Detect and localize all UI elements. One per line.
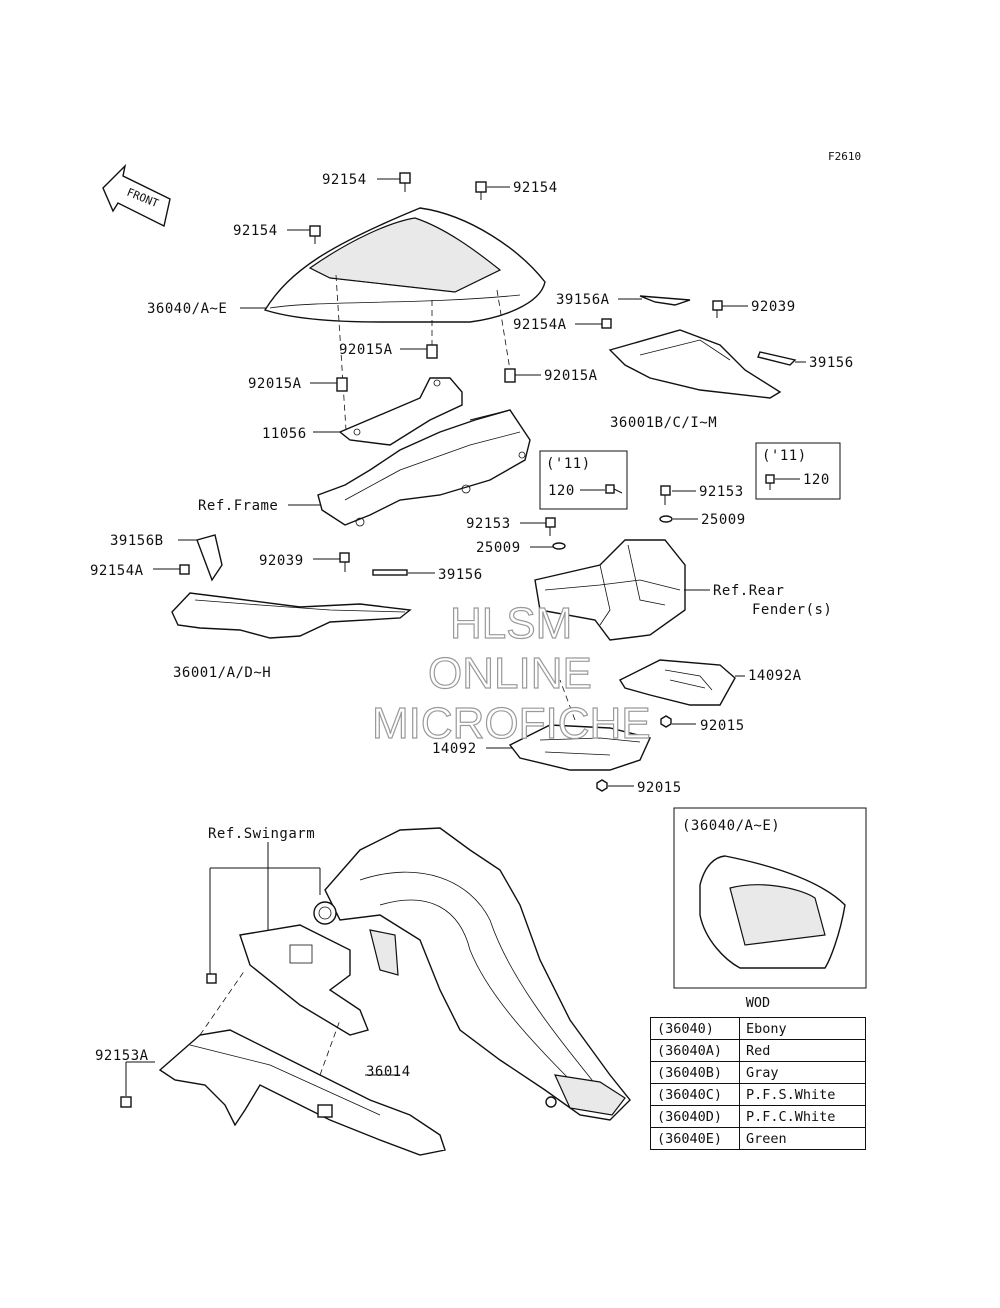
chain-cover-36014 [158,1029,446,1156]
table-row: (36040D) P.F.C.White [650,1105,866,1128]
table-cell-code: (36040B) [650,1061,740,1084]
bolt-92153A-icon [120,1096,132,1108]
collar-92015A-icon [426,344,438,359]
table-cell-color: Ebony [739,1017,866,1040]
color-table-title: WOD [745,995,771,1011]
table-cell-color: P.F.C.White [739,1105,866,1128]
label-92153-mid: 92153 [466,516,511,532]
table-cell-color: Red [739,1039,866,1062]
label-11056: 11056 [262,426,307,442]
collar-92015A-icon [504,368,516,383]
label-92154-c: 92154 [233,223,278,239]
box-right-title: ('11) [762,448,807,464]
table-cell-code: (36040A) [650,1039,740,1062]
rear-fender [534,539,686,641]
table-row: (36040C) P.F.S.White [650,1083,866,1106]
seat-cowl-36040 [263,207,546,323]
table-cell-code: (36040D) [650,1105,740,1128]
bolt-92153-icon [545,517,556,536]
label-92015A-a: 92015A [339,342,393,358]
bolt-92039-icon [712,300,723,318]
collar-92015A-icon [336,377,348,392]
label-36001B: 36001B/C/I~M [610,415,717,431]
figure-code: F2610 [828,150,861,163]
label-14092A: 14092A [748,668,802,684]
label-36001: 36001/A/D~H [173,665,271,681]
label-39156A: 39156A [556,292,610,308]
label-92015-a: 92015 [700,718,745,734]
label-ref-swingarm: Ref.Swingarm [208,826,315,842]
bolt-120-icon [765,474,775,490]
color-table: (36040) Ebony (36040A) Red (36040B) Gray… [650,1017,866,1150]
bolt-92154-icon [309,225,321,244]
side-cover-36001 [171,534,412,639]
table-cell-color: Green [739,1127,866,1150]
table-cell-code: (36040) [650,1017,740,1040]
inset-title: (36040/A~E) [682,818,780,834]
label-92154-a: 92154 [322,172,367,188]
label-92015A-b: 92015A [248,376,302,392]
label-92015-b: 92015 [637,780,682,796]
washer-25009-icon [659,515,673,523]
taillight-14092 [508,724,651,771]
label-92154A-left: 92154A [90,563,144,579]
table-cell-color: Gray [739,1061,866,1084]
table-cell-code: (36040E) [650,1127,740,1150]
box-right-part: 120 [803,472,830,488]
box-left-part: 120 [548,483,575,499]
nut-92015-icon [660,715,672,728]
watermark-line-2: ONLINE [428,649,592,698]
label-92154A-top: 92154A [513,317,567,333]
taillight-14092A [618,659,736,706]
bolt-92039-icon [339,552,350,572]
label-92015A-c: 92015A [544,368,598,384]
side-cover-36001B [608,295,797,399]
label-39156-left: 39156 [438,567,483,583]
bolt-92153-icon [660,485,671,505]
bolt-92154-icon [475,181,487,200]
label-25009-right: 25009 [701,512,746,528]
label-39156B: 39156B [110,533,164,549]
bolt-92154-icon [399,172,411,192]
washer-25009-icon [552,542,566,550]
watermark: HLSM ONLINE MICROFICHE [371,598,651,748]
nut-92015-icon [596,779,608,792]
inset-seat-cowl [699,855,846,969]
label-ref-rear: Ref.Rear [713,583,784,599]
label-92039-left: 92039 [259,553,304,569]
bolt-92154A-icon [601,318,612,329]
label-92153A: 92153A [95,1048,149,1064]
rear-frame [317,409,531,527]
label-36040: 36040/A~E [147,301,227,317]
inset-box [673,807,867,989]
table-cell-color: P.F.S.White [739,1083,866,1106]
table-cell-code: (36040C) [650,1083,740,1106]
bolt-icon [206,973,217,984]
label-36014: 36014 [366,1064,411,1080]
label-92039-top: 92039 [751,299,796,315]
table-row: (36040E) Green [650,1127,866,1150]
label-ref-frame: Ref.Frame [198,498,278,514]
table-row: (36040) Ebony [650,1017,866,1040]
label-25009-mid: 25009 [476,540,521,556]
watermark-line-1: HLSM [450,599,572,648]
swingarm [313,827,631,1121]
bolt-120-icon [605,484,623,494]
label-14092: 14092 [432,741,477,757]
watermark-line-3: MICROFICHE [372,699,651,748]
label-ref-fender: Fender(s) [752,602,832,618]
year-2011-box-right [755,442,841,500]
chain-guard [239,924,399,1036]
box-left-title: ('11) [546,456,591,472]
label-92153-right: 92153 [699,484,744,500]
year-2011-box-left [539,450,628,510]
table-row: (36040A) Red [650,1039,866,1062]
bracket-11056 [338,377,463,446]
label-39156-right: 39156 [809,355,854,371]
front-arrow-icon: FRONT [102,163,171,228]
table-row: (36040B) Gray [650,1061,866,1084]
label-92154-b: 92154 [513,180,558,196]
bolt-92154A-icon [179,564,190,575]
